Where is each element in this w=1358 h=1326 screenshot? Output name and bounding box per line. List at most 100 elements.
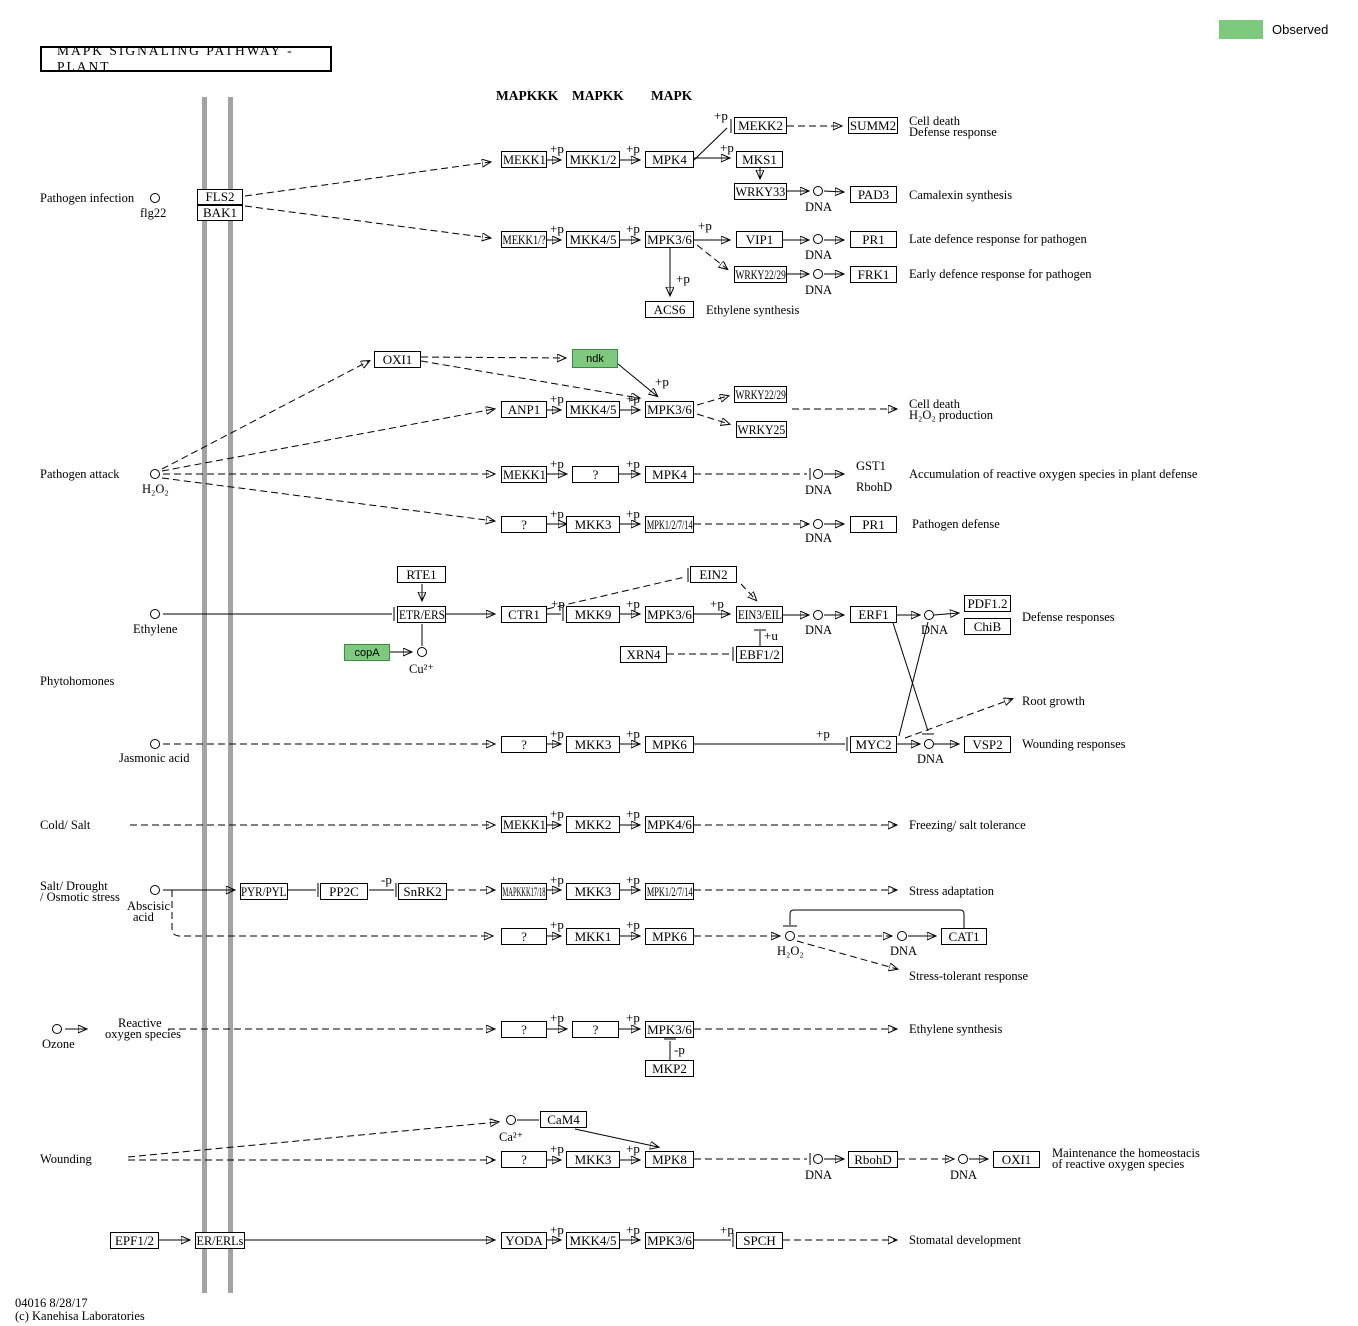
gene-box-mkk1[interactable]: MKK1 xyxy=(566,928,620,945)
gene-box-mkk4-5-2[interactable]: MKK4/5 xyxy=(566,401,620,418)
gene-box-mkk2[interactable]: MKK2 xyxy=(566,816,620,833)
gene-box-mkk1-2[interactable]: MKK1/2 xyxy=(566,151,620,168)
gene-box-wrky22-29-1[interactable]: WRKY22/29 xyxy=(734,266,787,283)
gene-box-bak1[interactable]: BAK1 xyxy=(197,205,243,221)
gene-box-vip1[interactable]: VIP1 xyxy=(736,231,783,248)
gene-box-pad3[interactable]: PAD3 xyxy=(850,186,897,203)
gene-box-frk1[interactable]: FRK1 xyxy=(850,266,897,283)
gene-box-mekk2[interactable]: MEKK2 xyxy=(734,117,787,134)
gene-box-mkk3-4[interactable]: MKK3 xyxy=(566,1151,620,1168)
gene-box-q6[interactable]: ? xyxy=(572,1021,619,1038)
gene-box-mkk4-5-1[interactable]: MKK4/5 xyxy=(566,231,620,248)
compound-circle-dna-myc2[interactable] xyxy=(924,739,934,749)
compound-circle-dna-ein3[interactable] xyxy=(813,610,823,620)
gene-box-mekk1-2[interactable]: MEKK1 xyxy=(501,466,547,483)
gene-box-pr1-1[interactable]: PR1 xyxy=(850,231,897,248)
gene-box-mpk1-2-7-14-1[interactable]: MPK1/2/7/14 xyxy=(645,516,694,533)
gene-box-pr1-2[interactable]: PR1 xyxy=(850,516,897,533)
gene-box-mpk8[interactable]: MPK8 xyxy=(645,1151,694,1168)
gene-box-summ2[interactable]: SUMM2 xyxy=(848,117,898,134)
gene-box-mkk4-5-3[interactable]: MKK4/5 xyxy=(566,1232,620,1249)
gene-box-wrky33[interactable]: WRKY33 xyxy=(734,183,787,200)
compound-circle-dna-mpk4[interactable] xyxy=(813,469,823,479)
gene-box-acs6[interactable]: ACS6 xyxy=(645,301,694,318)
compound-circle-jasmonic-acid[interactable] xyxy=(150,739,160,749)
gene-box-anp1[interactable]: ANP1 xyxy=(501,401,547,418)
gene-box-mpk1-2-7-14-2[interactable]: MPK1/2/7/14 xyxy=(645,883,694,900)
gene-box-fls2[interactable]: FLS2 xyxy=(197,189,243,205)
gene-box-vsp2[interactable]: VSP2 xyxy=(964,736,1011,753)
gene-box-oxi1-1[interactable]: OXI1 xyxy=(374,351,421,368)
gene-box-q3[interactable]: ? xyxy=(501,736,547,753)
gene-box-rte1[interactable]: RTE1 xyxy=(397,566,446,583)
compound-circle-dna-mpk8[interactable] xyxy=(813,1154,823,1164)
gene-box-ndk[interactable]: ndk xyxy=(572,349,618,368)
gene-box-ein3-eil[interactable]: EIN3/EIL xyxy=(736,606,783,623)
gene-box-ctr1[interactable]: CTR1 xyxy=(501,606,547,623)
gene-box-mpk4-6[interactable]: MPK4/6 xyxy=(645,816,694,833)
compound-circle-cu2[interactable] xyxy=(417,647,427,657)
gene-box-q2[interactable]: ? xyxy=(501,516,547,533)
gene-box-rbohd[interactable]: RbohD xyxy=(848,1151,898,1168)
gene-box-mekk1-1[interactable]: MEKK1 xyxy=(501,151,547,168)
gene-box-mks1[interactable]: MKS1 xyxy=(736,151,783,168)
compound-circle-dna-cat1[interactable] xyxy=(897,931,907,941)
gene-box-xrn4[interactable]: XRN4 xyxy=(620,646,667,663)
gene-box-cam4[interactable]: CaM4 xyxy=(540,1111,587,1128)
compound-circle-dna-vip1[interactable] xyxy=(813,234,823,244)
gene-box-q4[interactable]: ? xyxy=(501,928,547,945)
gene-box-epf1-2[interactable]: EPF1/2 xyxy=(110,1232,159,1249)
gene-box-copa[interactable]: copA xyxy=(344,644,390,661)
gene-box-q7[interactable]: ? xyxy=(501,1151,547,1168)
gene-box-mpk3-6-1[interactable]: MPK3/6 xyxy=(645,231,694,248)
gene-box-pdf1-2[interactable]: PDF1.2 xyxy=(964,595,1011,612)
gene-box-mpk6-2[interactable]: MPK6 xyxy=(645,928,694,945)
gene-box-etr-ers[interactable]: ETR/ERS xyxy=(397,606,446,623)
gene-box-mekk1-q[interactable]: MEKK1/? xyxy=(501,231,547,248)
gene-box-oxi1-2[interactable]: OXI1 xyxy=(993,1151,1040,1168)
gene-box-mpk4-2[interactable]: MPK4 xyxy=(645,466,694,483)
gene-box-cat1[interactable]: CAT1 xyxy=(941,928,987,945)
text-wounding-responses: Wounding responses xyxy=(1022,737,1126,751)
compound-circle-dna-wrky2229[interactable] xyxy=(813,269,823,279)
gene-box-mkk3-3[interactable]: MKK3 xyxy=(566,883,620,900)
gene-box-mkp2[interactable]: MKP2 xyxy=(645,1060,694,1077)
gene-box-erf1[interactable]: ERF1 xyxy=(850,606,897,623)
gene-box-yoda[interactable]: YODA xyxy=(501,1232,547,1249)
gene-box-pp2c[interactable]: PP2C xyxy=(320,883,368,900)
gene-box-pyr-pyl[interactable]: PYR/PYL xyxy=(240,883,288,900)
gene-box-er-erls[interactable]: ER/ERLs xyxy=(195,1232,245,1249)
gene-box-mkk3-1[interactable]: MKK3 xyxy=(566,516,620,533)
gene-box-q1[interactable]: ? xyxy=(572,466,619,483)
gene-box-snrk2[interactable]: SnRK2 xyxy=(398,883,447,900)
gene-box-mapkkk17-18[interactable]: MAPKKK17/18 xyxy=(501,883,547,900)
gene-box-mpk3-6-4[interactable]: MPK3/6 xyxy=(645,1021,694,1038)
gene-box-myc2[interactable]: MYC2 xyxy=(850,736,897,753)
gene-box-mpk6-1[interactable]: MPK6 xyxy=(645,736,694,753)
compound-circle-dna-mpk12714[interactable] xyxy=(813,519,823,529)
compound-circle-ethylene[interactable] xyxy=(150,609,160,619)
compound-circle-dna-erf1[interactable] xyxy=(924,610,934,620)
gene-box-q5[interactable]: ? xyxy=(501,1021,547,1038)
gene-box-chib[interactable]: ChiB xyxy=(964,618,1011,635)
gene-box-wrky25[interactable]: WRKY25 xyxy=(736,421,787,438)
compound-circle-dna-wrky33[interactable] xyxy=(813,186,823,196)
gene-box-ein2[interactable]: EIN2 xyxy=(690,566,737,583)
gene-box-wrky22-29-2[interactable]: WRKY22/29 xyxy=(734,386,787,403)
gene-box-ebf1-2[interactable]: EBF1/2 xyxy=(736,646,783,663)
gene-box-mpk3-6-2[interactable]: MPK3/6 xyxy=(645,401,694,418)
gene-box-mkk9[interactable]: MKK9 xyxy=(566,606,620,623)
gene-box-mpk3-6-3[interactable]: MPK3/6 xyxy=(645,606,694,623)
compound-circle-abscisic-acid[interactable] xyxy=(150,885,160,895)
gene-box-mpk4-1[interactable]: MPK4 xyxy=(645,151,694,168)
compound-circle-dna-rbohd[interactable] xyxy=(958,1154,968,1164)
gene-box-mkk3-2[interactable]: MKK3 xyxy=(566,736,620,753)
compound-circle-ozone[interactable] xyxy=(52,1024,62,1034)
compound-circle-ca2[interactable] xyxy=(506,1115,516,1125)
compound-circle-h2o2-attack[interactable] xyxy=(150,469,160,479)
compound-circle-flg22[interactable] xyxy=(150,193,160,203)
gene-box-mpk3-6-5[interactable]: MPK3/6 xyxy=(645,1232,694,1249)
compound-circle-h2o2-aba[interactable] xyxy=(785,931,795,941)
gene-box-mekk1-3[interactable]: MEKK1 xyxy=(501,816,547,833)
gene-box-spch[interactable]: SPCH xyxy=(736,1232,783,1249)
